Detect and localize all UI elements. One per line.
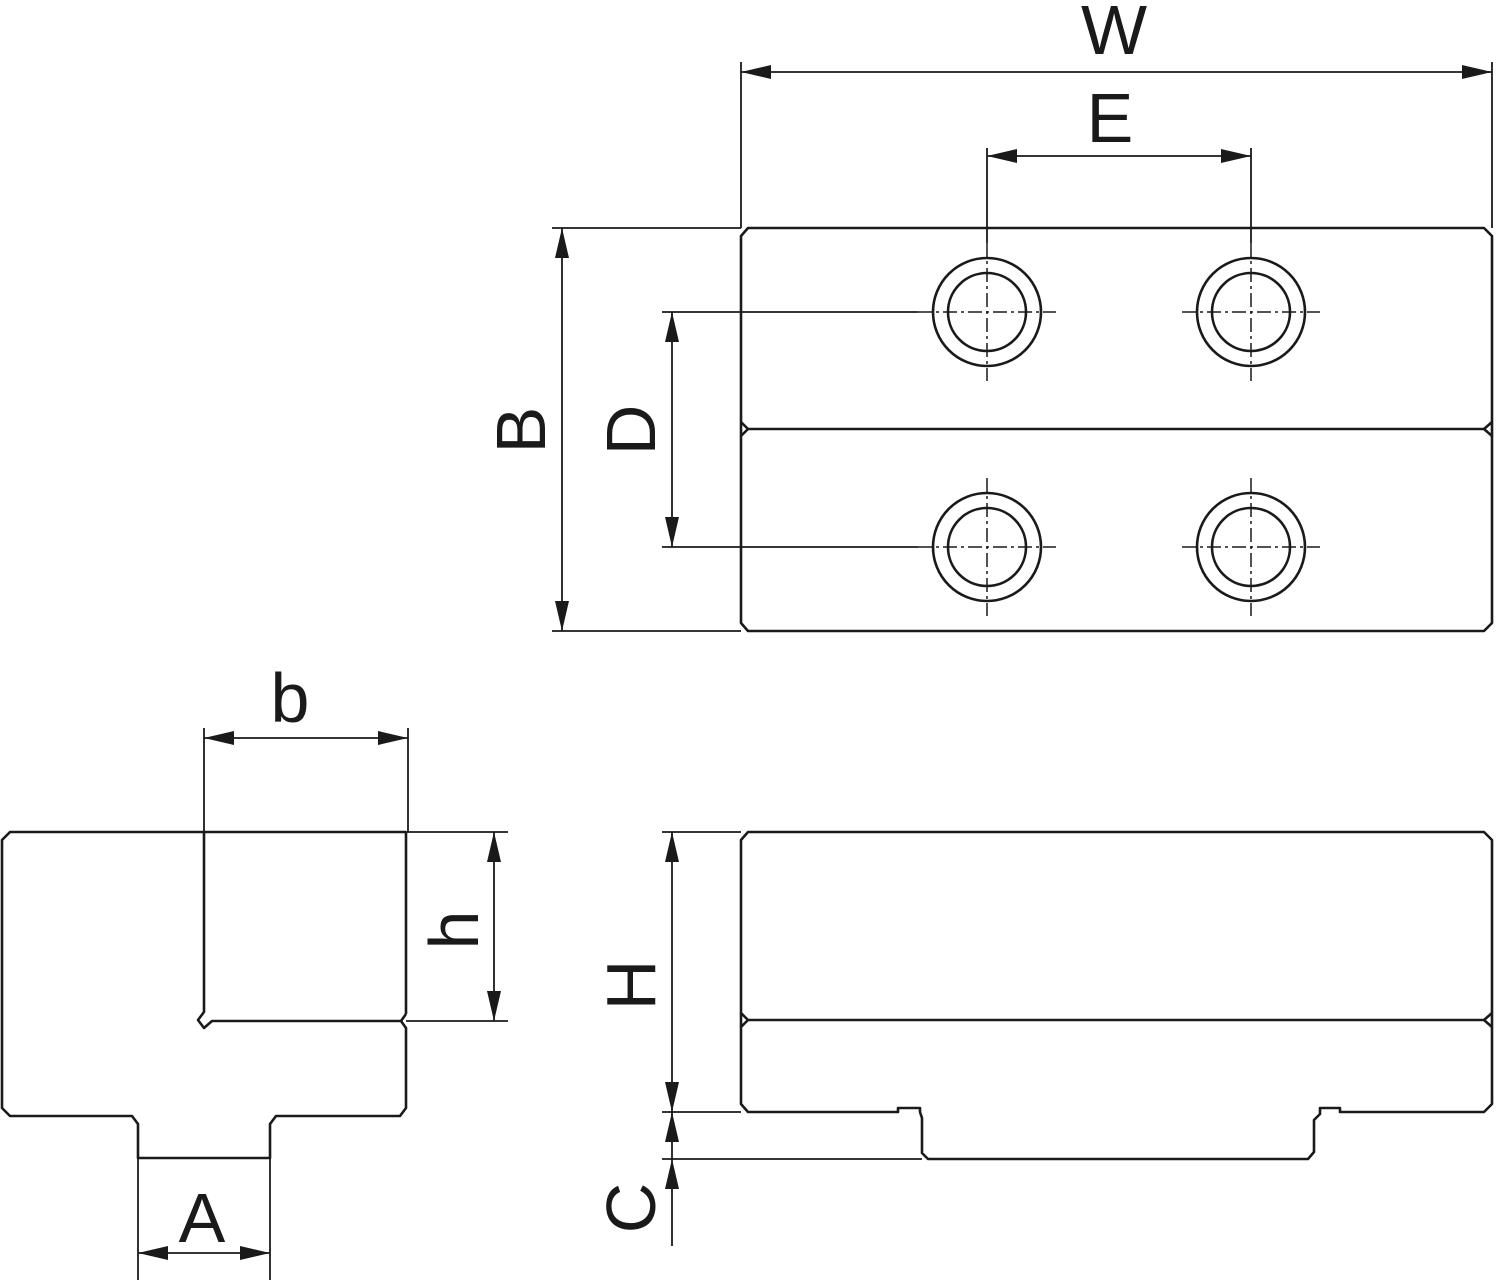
dimension-E: E [986,79,1252,243]
label-D: D [592,405,670,456]
hole-bottom-right [1182,478,1320,616]
label-b: b [271,659,310,737]
label-E: E [1087,79,1134,157]
label-W: W [1081,0,1147,69]
hole-top-right [1182,243,1320,381]
top-view-step-chamfer [740,421,1493,437]
label-H: H [592,960,670,1011]
side-view-outline [739,830,1494,1161]
label-C: C [592,1183,670,1234]
dimension-A: A [137,1158,271,1280]
dimension-B: B [482,227,741,632]
hole-bottom-left [918,478,1056,616]
dimension-H: H [592,831,741,1113]
dimension-h: h [406,831,508,1022]
top-view: W E B D [482,0,1494,633]
dimension-C: C [592,1112,922,1246]
end-view-outline [0,830,408,1160]
dimension-b: b [203,659,409,832]
dimension-D: D [592,311,918,548]
label-B: B [482,407,560,454]
top-view-outline [739,226,1494,633]
hole-top-left [918,243,1056,381]
side-view: H C [592,830,1494,1246]
end-view: b h A [0,659,508,1280]
dimension-W: W [740,0,1493,228]
label-h: h [415,911,493,950]
label-A: A [179,1179,226,1257]
